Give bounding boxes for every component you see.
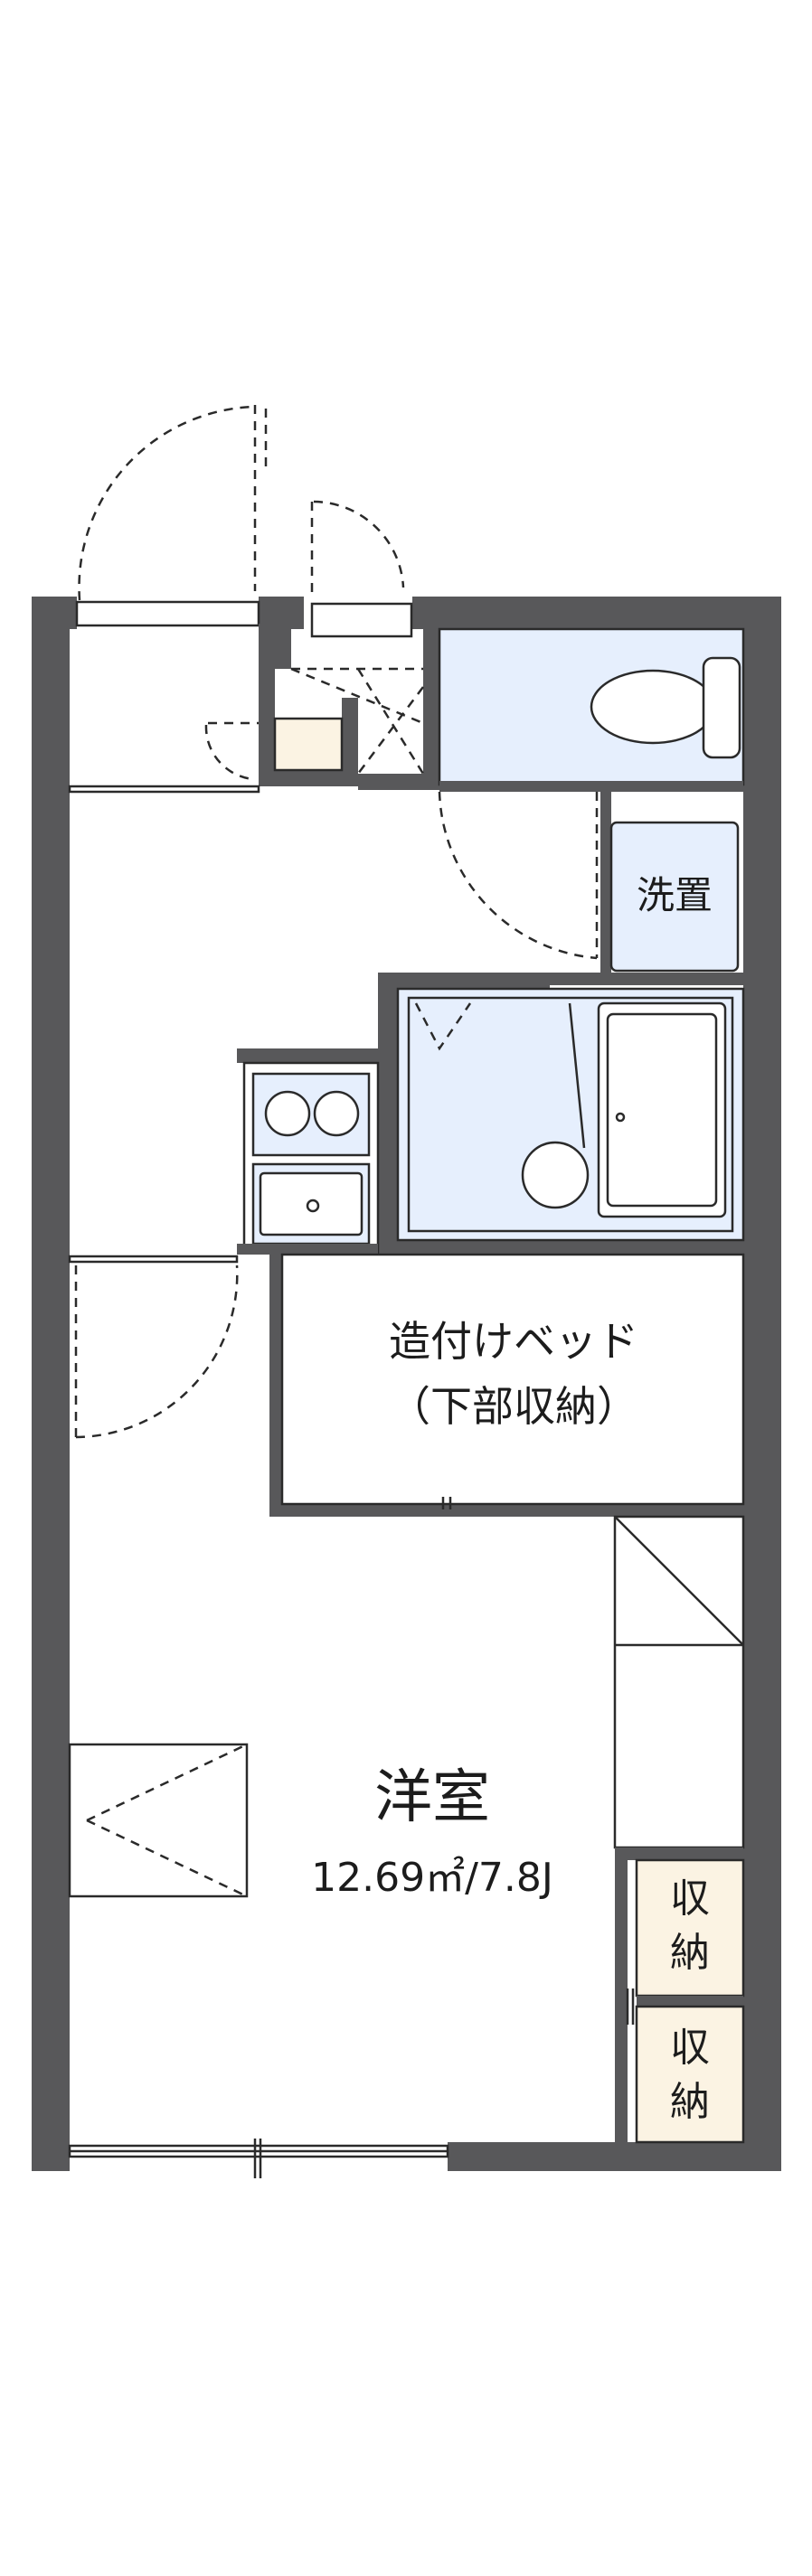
washer-space: 洗置 [548,792,743,985]
bed-label-line2: （下部収納） [389,1382,638,1431]
main-room-size: 12.69㎡/7.8J [311,1855,553,1901]
storage-lower-char2: 納 [670,2079,710,2125]
toilet-room [438,627,745,792]
built-in-bed: 造付けベッド （下部収納） [269,1253,745,1517]
storage-upper-char2: 納 [670,1930,710,1976]
washer-label: 洗置 [637,873,713,917]
toilet-door [438,791,599,960]
balcony-window [68,2139,449,2178]
right-storage: 収 納 収 納 [613,1515,745,2144]
entrance-door [75,405,268,627]
entry-area [68,500,439,794]
storage-upper-char1: 収 [670,1876,710,1922]
storage-lower-char1: 収 [670,2025,710,2071]
room-door [68,1255,239,1439]
kitchen [237,1048,380,1255]
bathroom [378,973,745,1255]
main-room: 洋室 12.69㎡/7.8J [68,1743,553,1901]
main-room-name: 洋室 [374,1764,490,1831]
bed-label-line1: 造付けベッド [389,1317,638,1366]
exterior-walls [32,597,781,2171]
